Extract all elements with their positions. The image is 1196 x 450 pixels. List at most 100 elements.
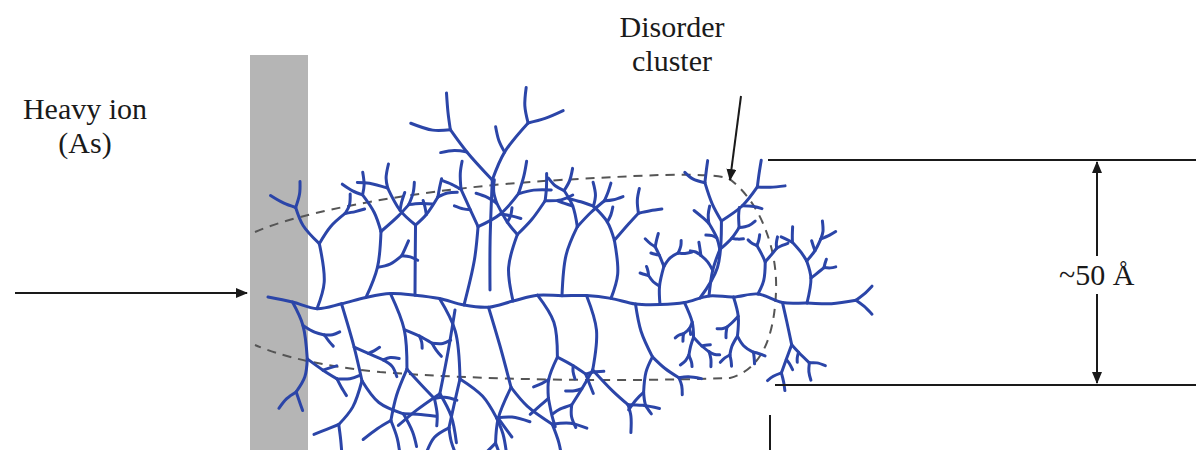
damage-branch (497, 203, 518, 234)
damage-branch (337, 379, 346, 396)
damage-branch (777, 243, 788, 248)
damage-branch (426, 428, 449, 450)
damage-branch (319, 213, 345, 243)
damage-branch (757, 245, 765, 261)
damage-branch (593, 182, 595, 206)
damage-branch (530, 398, 548, 414)
damage-branch (324, 332, 339, 335)
damage-branch (377, 256, 401, 268)
damage-branch (781, 237, 792, 242)
damage-branch (604, 183, 611, 201)
damage-branch (730, 336, 738, 355)
damage-branch (446, 93, 450, 130)
damage-branch (400, 192, 405, 210)
damage-branch (679, 377, 702, 379)
damage-branch (636, 304, 653, 357)
damage-branch (296, 359, 307, 392)
damage-branch (573, 366, 575, 379)
damage-branch (564, 168, 572, 190)
damage-branch (742, 206, 762, 209)
damage-branch (296, 181, 300, 207)
damage-branch (432, 343, 441, 356)
damage-branch (303, 325, 324, 334)
damage-branch (792, 345, 810, 363)
damage-branch (786, 359, 792, 369)
damage-branch (398, 394, 439, 426)
damage-branch (314, 425, 339, 435)
damage-branch (538, 295, 558, 357)
damage-branch (391, 294, 407, 370)
damage-branch (700, 221, 721, 298)
damage-branch (781, 373, 785, 391)
damage-branch (317, 244, 324, 309)
damage-branch (611, 240, 618, 298)
damage-branch (490, 180, 492, 290)
damage-branch (781, 345, 791, 373)
damage-branch (323, 366, 337, 370)
damage-branch (564, 191, 577, 227)
damage-branch (492, 123, 528, 180)
damage-branch (345, 194, 350, 213)
damage-branch (768, 373, 782, 381)
damage-branch (593, 206, 614, 240)
damage-branch (651, 253, 659, 255)
damage-branch (366, 231, 381, 297)
damage-branch (821, 221, 823, 239)
damage-branch (629, 392, 644, 409)
ion-path-arrow (15, 292, 247, 294)
damage-branch (416, 197, 438, 225)
damage-branch (721, 187, 757, 221)
damage-branch (571, 405, 576, 428)
damage-branch (552, 424, 562, 450)
leader-arrow (730, 96, 741, 180)
damage-tree (268, 87, 872, 450)
damage-branch (709, 352, 711, 367)
damage-branch (307, 359, 337, 379)
damage-branch (411, 123, 451, 130)
damage-branch (644, 392, 652, 413)
damage-branch (432, 340, 451, 343)
damage-branch (809, 363, 825, 366)
damage-branch (494, 180, 497, 203)
damage-branch (296, 392, 302, 411)
damage-branch (534, 380, 549, 387)
damage-branch (587, 296, 597, 370)
damage-branch (792, 242, 806, 261)
damage-branch (462, 443, 496, 450)
damage-branch (646, 266, 648, 275)
damage-branch (812, 241, 815, 251)
damage-branch (685, 172, 705, 182)
dimension-guide (768, 159, 1196, 161)
damage-branch (737, 336, 753, 352)
damage-branch (496, 127, 505, 152)
damage-branch (548, 178, 564, 190)
damage-branch (423, 200, 426, 214)
damage-branch (454, 206, 470, 210)
damage-branch (402, 241, 409, 256)
damage-branch (856, 286, 872, 300)
damage-branch (381, 205, 409, 232)
damage-branch (655, 233, 658, 246)
damage-branch (414, 225, 418, 295)
damage-branch (498, 418, 512, 437)
damage-branch (293, 302, 308, 359)
damage-branch (345, 209, 364, 213)
damage-branch (519, 161, 527, 193)
damage-branch (386, 164, 388, 188)
damage-branch (420, 336, 423, 348)
damage-branch (809, 363, 811, 380)
damage-branch (614, 213, 638, 240)
damage-branch (342, 304, 362, 381)
damage-branch (593, 370, 628, 405)
damage-branch (438, 192, 457, 197)
damage-branch (271, 196, 296, 208)
damage-branch (684, 322, 693, 333)
damage-branch (675, 334, 683, 338)
damage-branch (604, 197, 623, 201)
target-surface (250, 55, 308, 450)
damage-branch (791, 227, 794, 242)
damage-branch (440, 394, 457, 443)
damage-branch (689, 337, 694, 355)
